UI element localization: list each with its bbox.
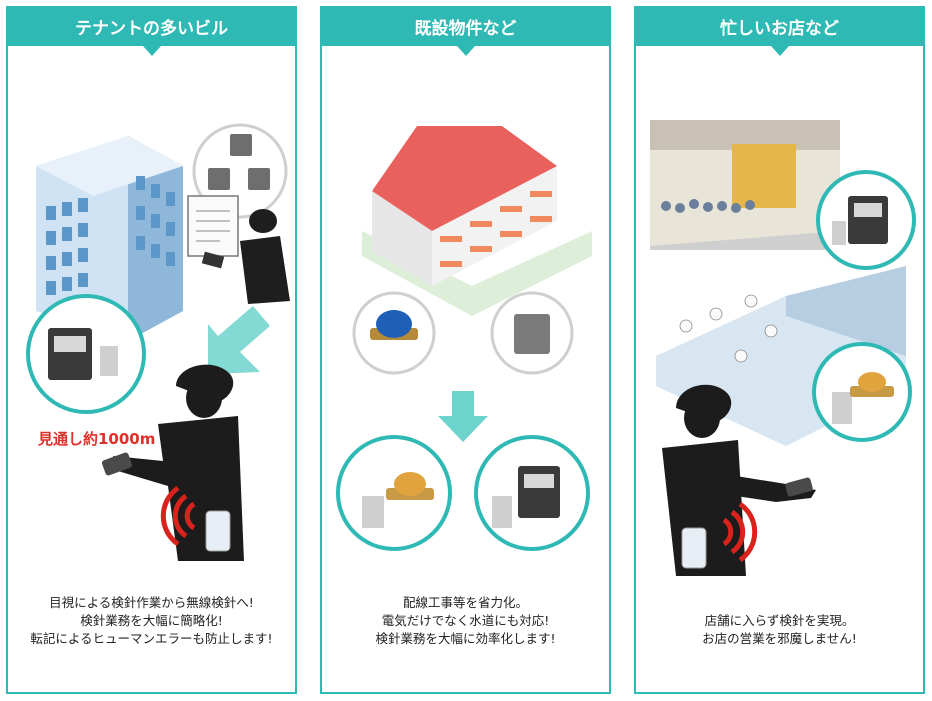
description-line: 配線工事等を省力化。 bbox=[402, 595, 528, 610]
apartment-icon bbox=[362, 126, 592, 316]
electric-meter-icon bbox=[208, 134, 270, 190]
description-line: 検針業務を大幅に簡略化! bbox=[80, 613, 223, 628]
panel-title: テナントの多いビル bbox=[6, 6, 297, 46]
existing-property-illustration bbox=[336, 126, 592, 551]
range-label: 見通し約1000m bbox=[38, 430, 156, 448]
flow-arrow-icon bbox=[208, 306, 270, 374]
description-line: 電気だけでなく水道にも対応! bbox=[381, 613, 550, 628]
flow-arrow-icon bbox=[438, 391, 488, 442]
header-pointer bbox=[456, 46, 475, 56]
description: 配線工事等を省力化。 電気だけでなく水道にも対応! 検針業務を大幅に効率化します… bbox=[322, 594, 609, 648]
smartphone-icon bbox=[101, 452, 133, 476]
panel-existing-property: 既設物件など bbox=[320, 6, 611, 694]
water-meter-icon bbox=[362, 472, 434, 528]
meter-group-circle bbox=[192, 123, 288, 219]
wireless-device-icon bbox=[205, 510, 231, 552]
panel-busy-shop: 忙しいお店など bbox=[634, 6, 925, 694]
panel-title: 忙しいお店など bbox=[634, 6, 925, 46]
water-meter-icon bbox=[832, 372, 894, 424]
electric-meter-icon bbox=[492, 466, 560, 528]
busy-shop-illustration bbox=[650, 120, 916, 576]
description: 目視による検針作業から無線検針へ! 検針業務を大幅に簡略化! 転記によるヒューマ… bbox=[8, 594, 295, 648]
panel-title: 既設物件など bbox=[320, 6, 611, 46]
electric-meter-icon bbox=[832, 196, 888, 245]
description-line: お店の営業を邪魔しません! bbox=[702, 631, 857, 646]
header-pointer bbox=[142, 46, 161, 56]
wireless-signal-icon bbox=[722, 501, 758, 563]
building-icon bbox=[36, 136, 183, 341]
electric-meter-icon bbox=[514, 314, 550, 354]
wireless-signal-icon bbox=[160, 485, 196, 547]
description-line: 転記によるヒューマンエラーも防止します! bbox=[30, 631, 273, 646]
worker-silhouette-icon bbox=[201, 209, 290, 304]
description-line: 検針業務を大幅に効率化します! bbox=[375, 631, 556, 646]
clipboard-icon bbox=[187, 195, 239, 257]
header-pointer bbox=[770, 46, 789, 56]
panel-tenant-building: テナントの多いビル bbox=[6, 6, 297, 694]
description: 店舗に入らず検針を実現。 お店の営業を邪魔しません! bbox=[636, 612, 923, 648]
description-line: 目視による検針作業から無線検針へ! bbox=[49, 595, 254, 610]
description-line: 店舗に入らず検針を実現。 bbox=[704, 613, 855, 628]
tenant-building-illustration bbox=[26, 123, 290, 561]
electric-meter-icon bbox=[48, 328, 118, 380]
wireless-device-icon bbox=[681, 527, 707, 569]
shop-street-icon bbox=[650, 120, 840, 250]
water-meter-icon bbox=[370, 310, 418, 340]
smartphone-icon bbox=[785, 477, 813, 497]
